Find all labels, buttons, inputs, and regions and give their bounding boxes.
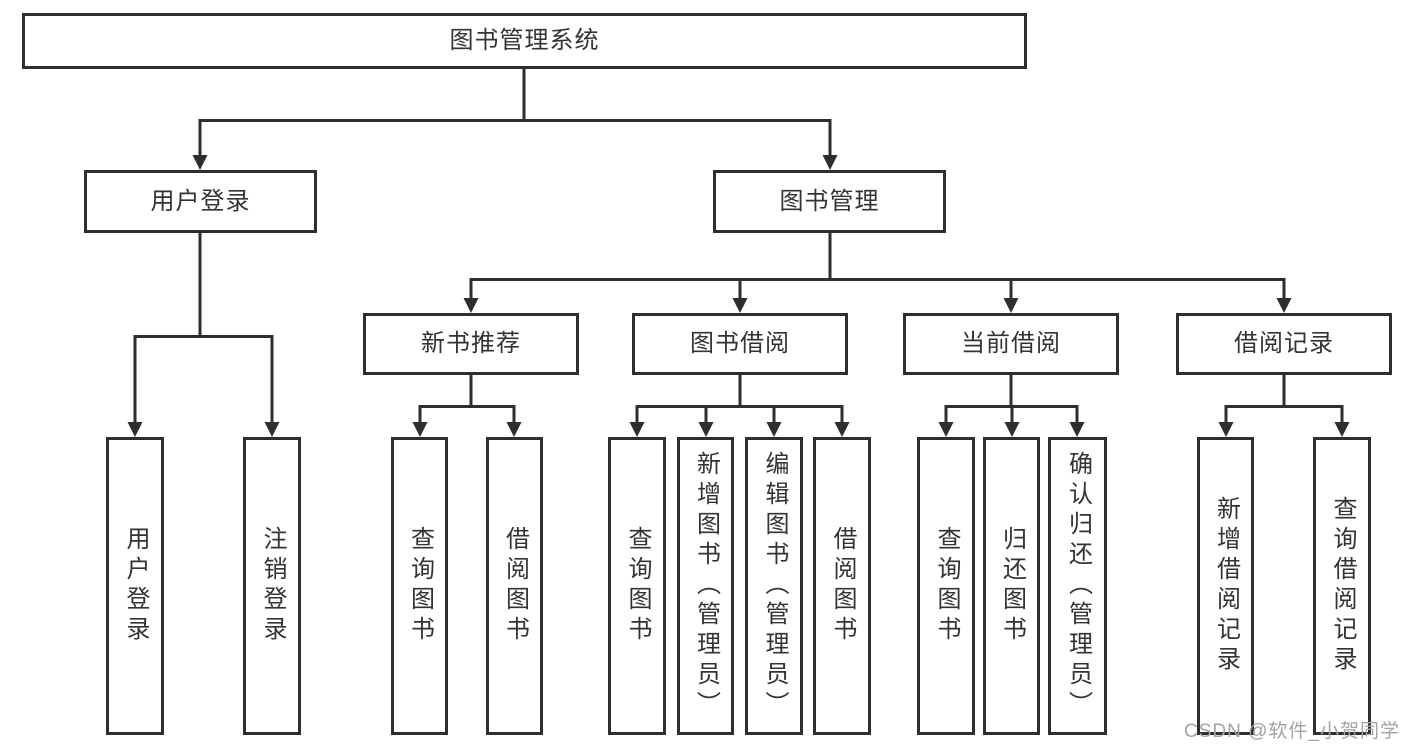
leaf-bb-query-books: 查询图书 [608, 437, 666, 735]
leaf-user-login: 用户登录 [106, 437, 164, 735]
node-user-login: 用户登录 [84, 170, 317, 233]
node-book-management: 图书管理 [713, 170, 946, 233]
node-library-system: 图书管理系统 [22, 13, 1027, 69]
leaf-br-query-record: 查询借阅记录 [1313, 437, 1371, 735]
node-current-borrow: 当前借阅 [903, 313, 1119, 375]
leaf-cb-confirm-return-admin: 确认归还（管理员） [1048, 437, 1107, 735]
node-new-book-recommend: 新书推荐 [363, 313, 579, 375]
leaf-cb-return-books: 归还图书 [983, 437, 1040, 735]
leaf-nbr-borrow-books: 借阅图书 [486, 437, 543, 735]
leaf-nbr-query-books: 查询图书 [391, 437, 448, 735]
node-book-borrow: 图书借阅 [632, 313, 848, 375]
leaf-cb-query-books: 查询图书 [917, 437, 975, 735]
connector-shafts [133, 69, 1344, 429]
leaf-bb-edit-books-admin: 编辑图书（管理员） [745, 437, 803, 735]
watermark: CSDN @软件_小贺同学 [1184, 721, 1400, 742]
leaf-bb-borrow-books: 借阅图书 [813, 437, 871, 735]
node-borrow-record: 借阅记录 [1176, 313, 1392, 375]
leaf-br-add-record: 新增借阅记录 [1197, 437, 1254, 735]
leaf-bb-add-books-admin: 新增图书（管理员） [677, 437, 734, 735]
leaf-logout: 注销登录 [243, 437, 301, 735]
